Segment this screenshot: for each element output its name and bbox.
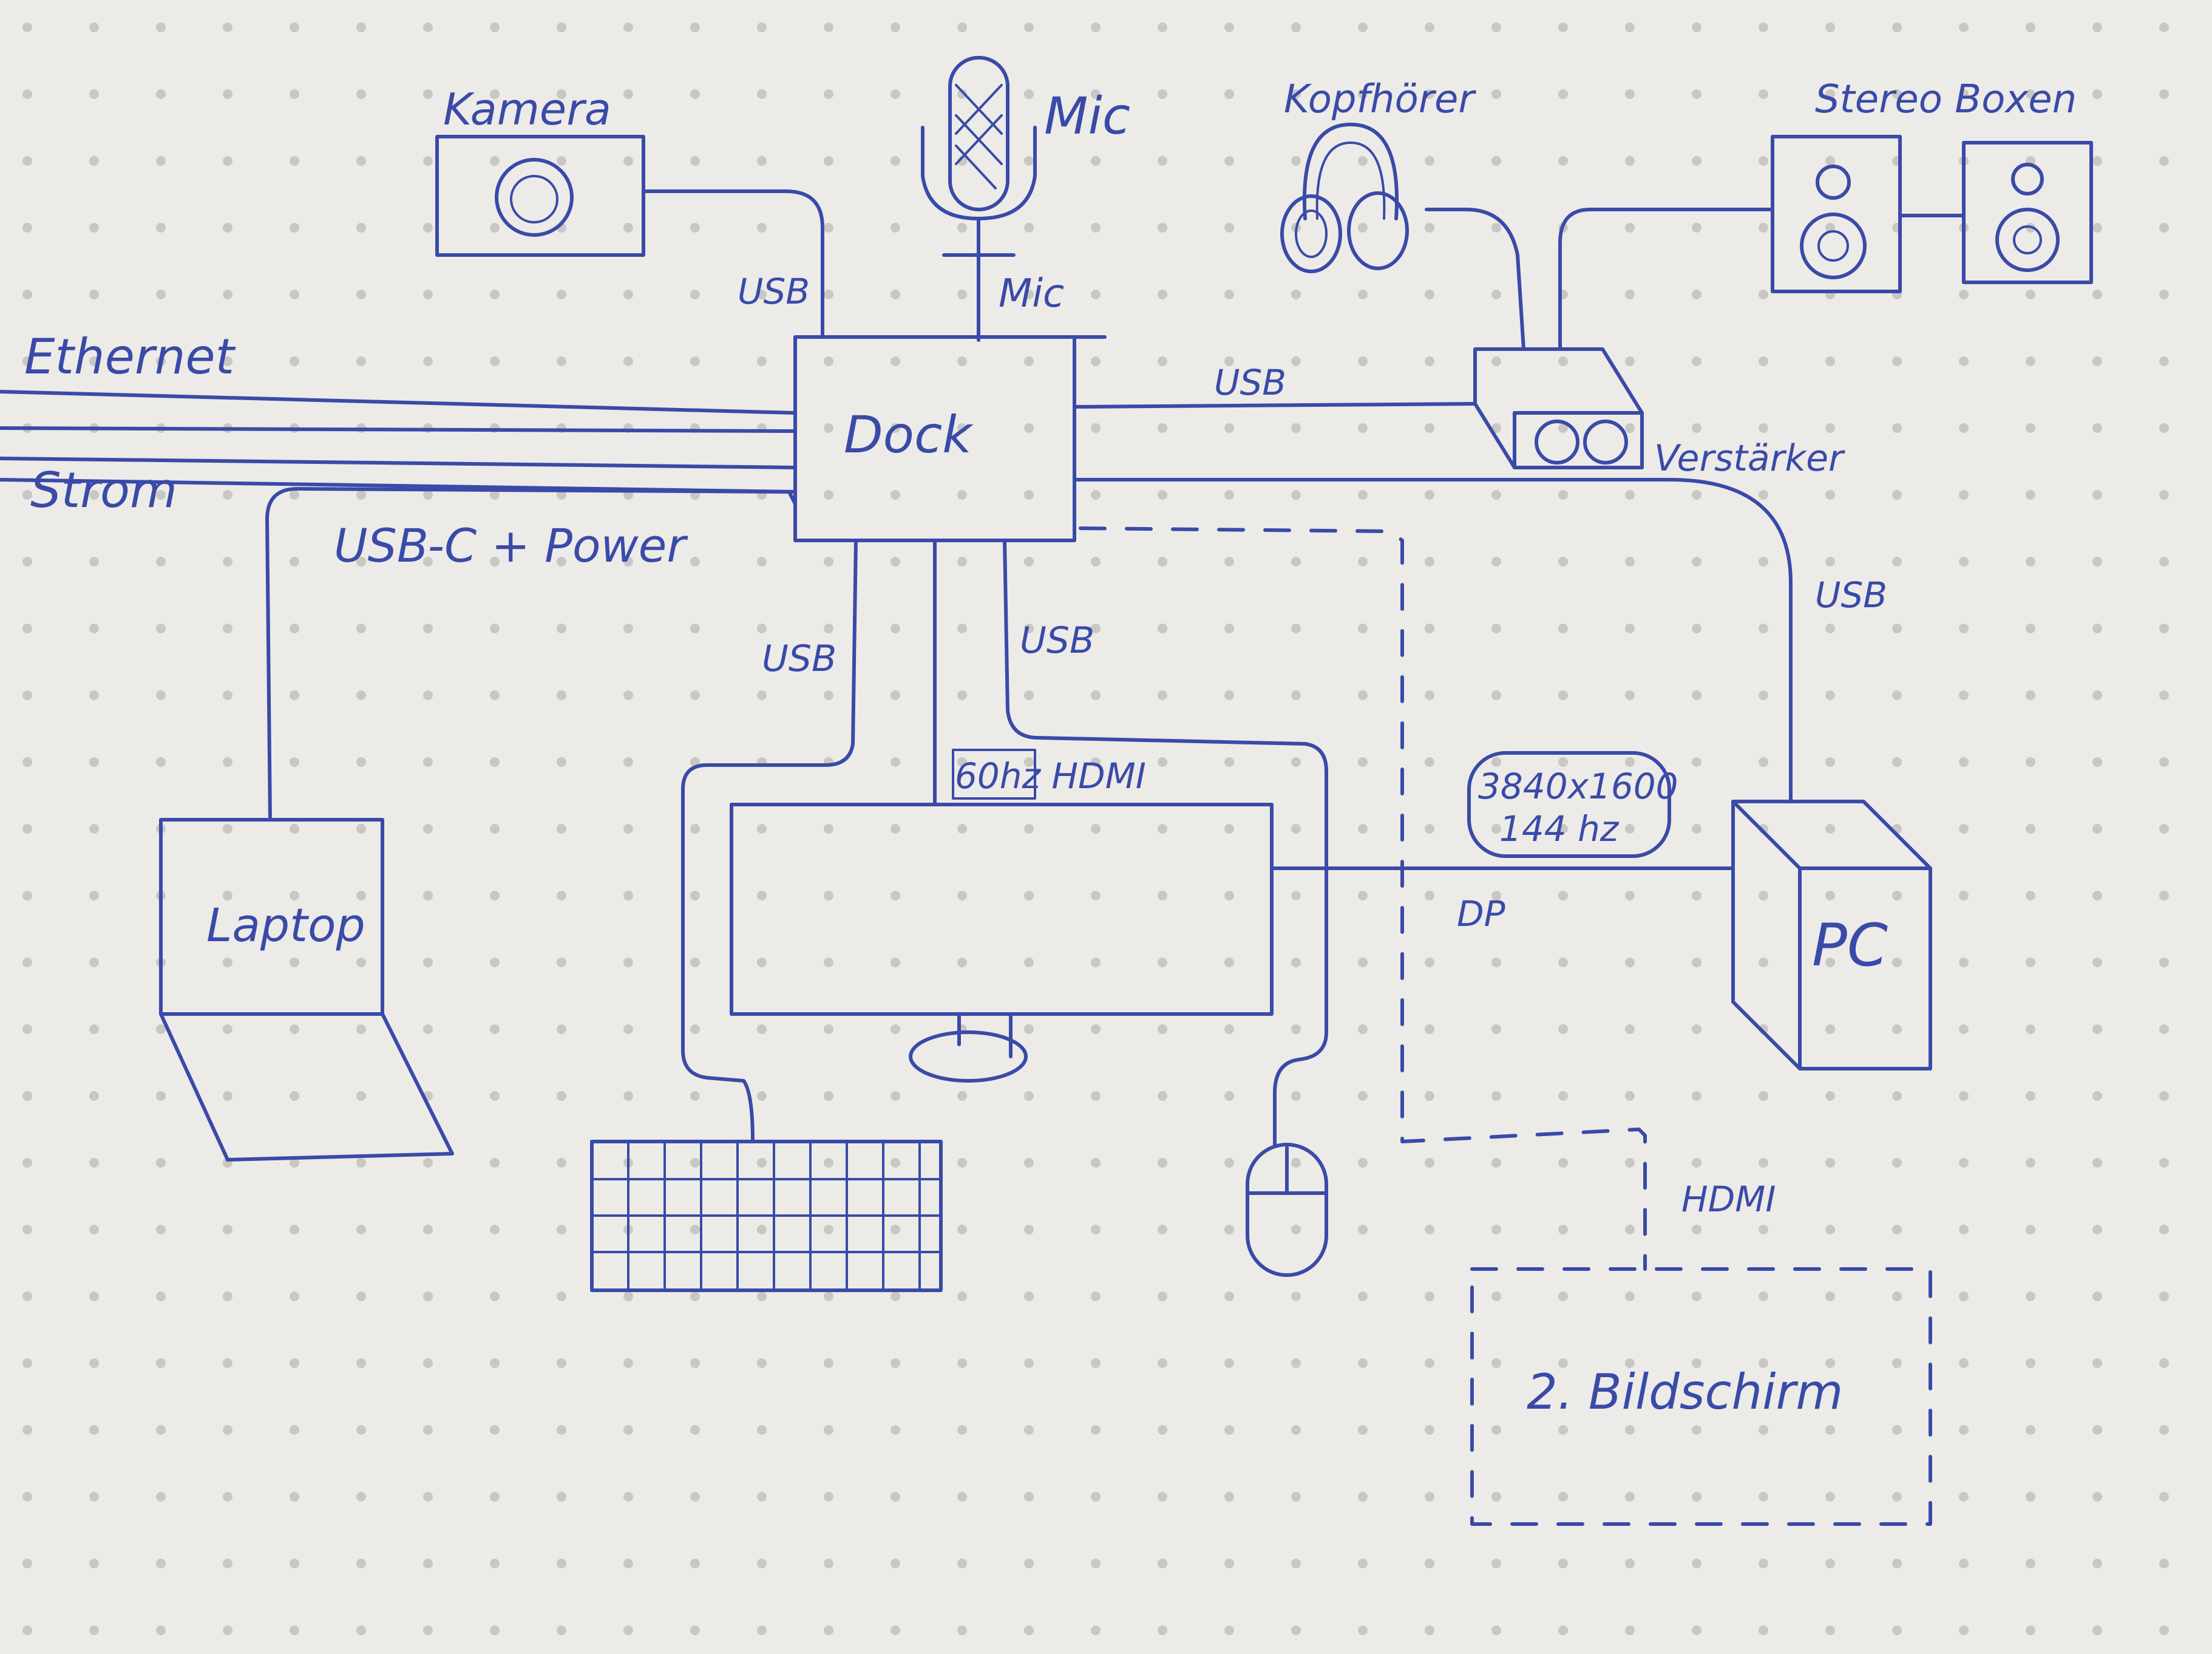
- monitor-hdmi-label: 60hz HDMI: [955, 755, 1146, 797]
- resolution-line1: 3840x1600: [1478, 766, 1678, 807]
- ethernet-label: Ethernet: [24, 328, 236, 385]
- pc: PC: [1731, 800, 1932, 1070]
- dock-label: Dock: [844, 405, 974, 465]
- keyboard: [590, 1140, 943, 1292]
- second-screen: 2. Bildschirm: [1470, 1267, 1932, 1526]
- resolution-bubble: [1467, 751, 1671, 858]
- headphones-label: Kopfhörer: [1284, 77, 1476, 122]
- stereo-speakers: Stereo Boxen: [1771, 77, 2093, 293]
- laptop-cable-label: USB-C + Power: [334, 519, 688, 573]
- mouse: [1246, 1143, 1328, 1277]
- ethernet-strom-lines: Ethernet Strom: [0, 328, 797, 519]
- laptop-label: Laptop: [206, 898, 365, 952]
- camera-label: Kamera: [443, 84, 611, 135]
- main-monitor: [730, 803, 1274, 1083]
- headphones-icon: Kopfhörer: [1280, 77, 1476, 273]
- pc-label: PC: [1812, 911, 1888, 979]
- mic-cable-label: Mic: [999, 271, 1064, 316]
- speakers-cable: [1558, 208, 1774, 351]
- mouse-usb-cable: [1003, 539, 1328, 1146]
- dock-amplifier-usb-label: USB: [1214, 362, 1286, 403]
- camera-usb-label: USB: [738, 271, 810, 312]
- amplifier: Verstärker: [1473, 347, 1845, 480]
- resolution-line2: 144 hz: [1499, 808, 1620, 849]
- camera: Kamera: [435, 84, 645, 257]
- camera-usb-cable: [642, 189, 824, 339]
- laptop-cable: [265, 487, 797, 822]
- mic-label: Mic: [1044, 86, 1130, 146]
- dock-pc-usb-cable: [1073, 478, 1793, 803]
- amplifier-label: Verstärker: [1654, 437, 1845, 480]
- mouse-usb-label: USB: [1020, 619, 1094, 662]
- second-screen-hdmi-cable: [1079, 526, 1647, 1271]
- pc-usb-label: USB: [1815, 574, 1887, 616]
- stereo-speakers-label: Stereo Boxen: [1815, 77, 2077, 122]
- strom-label: Strom: [30, 462, 177, 519]
- hdmi-rate-box: [952, 749, 1036, 800]
- keyboard-usb-label: USB: [762, 638, 836, 680]
- second-screen-label: 2. Bildschirm: [1527, 1364, 1843, 1420]
- laptop: Laptop: [159, 818, 454, 1162]
- keyboard-usb-cable: [681, 539, 858, 1143]
- dock-amplifier-usb-cable: [1073, 402, 1477, 409]
- second-screen-hdmi-label: HDMI: [1681, 1179, 1776, 1220]
- dp-label: DP: [1457, 893, 1505, 934]
- microphone-icon: Mic Mic: [921, 56, 1130, 342]
- headphones-cable: [1425, 208, 1525, 351]
